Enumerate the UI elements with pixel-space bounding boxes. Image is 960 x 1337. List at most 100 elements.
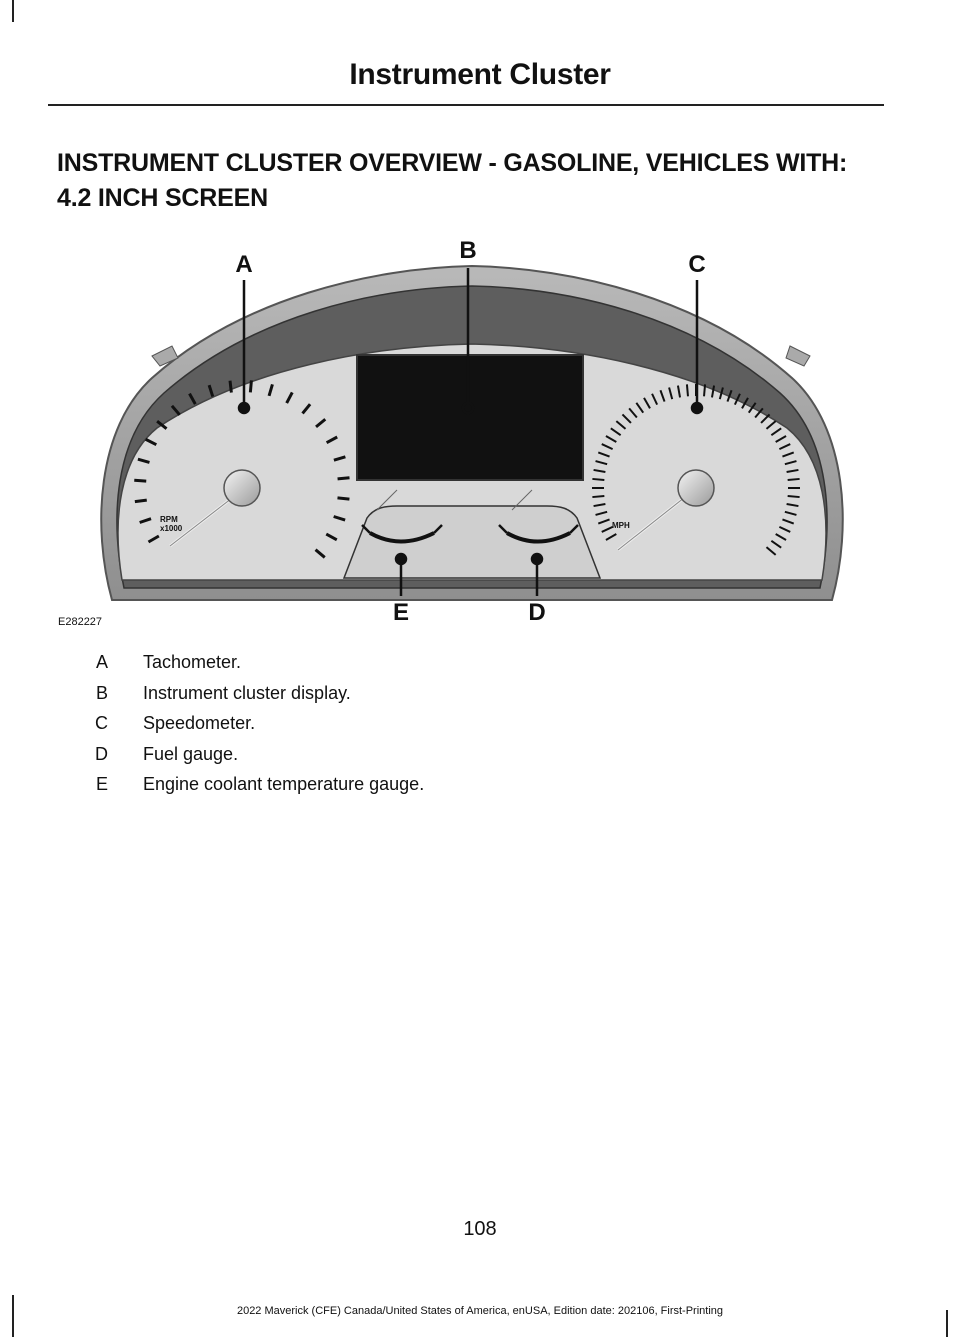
section-title: INSTRUMENT CLUSTER OVERVIEW - GASOLINE, … [57, 149, 848, 212]
speedometer-label-mph: MPH [612, 521, 630, 530]
speedometer-tick [760, 413, 771, 424]
legend-key: C [95, 713, 108, 733]
crop-mark-bottom-right [946, 1310, 948, 1337]
crop-mark-top-left [12, 0, 14, 22]
cluster-lower-recess [342, 505, 602, 579]
callout-dot-e [394, 552, 408, 566]
speedometer-tick [659, 389, 666, 402]
speedometer-tick [635, 402, 645, 414]
tachometer-tick [337, 476, 350, 481]
speedometer-tick [782, 518, 795, 525]
speedometer-tick [593, 502, 606, 508]
speedometer-tick [754, 407, 764, 419]
speedometer-tick [610, 427, 622, 437]
tachometer-label-rpm: RPM [160, 515, 178, 524]
speedometer-tick [770, 427, 782, 437]
tachometer-tick [170, 404, 181, 416]
tachometer-tick [248, 380, 253, 393]
callout-label-e: E [393, 599, 409, 626]
fuel-needle [511, 489, 533, 511]
fuel-gauge-tick-right [569, 524, 579, 534]
bezel-clip-right [785, 345, 811, 367]
coolant-gauge-tick-left [361, 524, 371, 534]
callout-label-b: B [459, 237, 476, 264]
tachometer-tick [325, 532, 338, 542]
page-footer: 2022 Maverick (CFE) Canada/United States… [236, 1305, 724, 1317]
speedometer-hub [677, 469, 715, 507]
fuel-gauge-arc [506, 531, 571, 544]
speedometer-tick [601, 443, 614, 451]
legend-description: Instrument cluster display. [143, 682, 351, 703]
tachometer-tick [147, 534, 160, 544]
speedometer-tick [747, 402, 757, 414]
tachometer-tick [156, 420, 168, 430]
coolant-gauge-arc [369, 531, 435, 544]
legend-description: Speedometer. [143, 713, 256, 733]
callout-dot-c [690, 401, 704, 415]
callout-label-d: D [528, 599, 545, 626]
speedometer-tick [628, 407, 638, 419]
crop-mark-bottom-left [12, 1295, 14, 1337]
tachometer-tick [188, 392, 197, 405]
speedometer-tick [733, 393, 741, 406]
tachometer-tick [207, 384, 215, 398]
callout-dot-a [237, 401, 251, 415]
coolant-gauge-tick-right [433, 524, 443, 534]
speedometer-tick [787, 495, 800, 499]
tachometer-label-x1000: x1000 [160, 524, 183, 533]
tachometer-tick [134, 478, 147, 483]
tachometer-tick [333, 515, 346, 522]
callout-dot-b [461, 401, 475, 415]
page-number: 108 [463, 1218, 497, 1240]
speedometer-tick [592, 477, 605, 481]
speedometer-tick [676, 385, 682, 398]
speedometer-tick [643, 397, 651, 409]
legend-key: B [95, 682, 108, 703]
speedometer-tick [765, 420, 777, 430]
speedometer-tick [786, 468, 799, 474]
figure-id: E282227 [58, 616, 102, 628]
speedometer-tick [787, 477, 800, 481]
legend-key: E [95, 774, 108, 794]
speedometer-tick [784, 510, 797, 516]
speedometer-tick [718, 387, 724, 400]
speedometer-tick [782, 451, 795, 458]
speedometer-tick [597, 518, 610, 525]
legend-key: D [95, 743, 108, 764]
legend-description: Tachometer. [143, 652, 242, 672]
speedometer-needle-edge [617, 489, 695, 551]
speedometer-tick [597, 451, 610, 458]
instrument-cluster-illustration: RPM x1000 MPH [58, 237, 844, 628]
instrument-cluster-figure: RPM x1000 MPH [52, 228, 912, 633]
legend-description: Fuel gauge. [143, 743, 239, 764]
tachometer-tick [144, 437, 158, 447]
speedometer-tick [615, 420, 627, 430]
fuel-gauge-tick-left [498, 524, 508, 534]
tachometer-tick-marks [134, 380, 350, 559]
speedometer-tick [595, 460, 608, 466]
callout-dot-d [530, 552, 544, 566]
speedometer-tick [685, 384, 689, 397]
speedometer-tick [770, 539, 782, 549]
speedometer-tick [592, 495, 605, 499]
speedometer-tick [621, 413, 632, 424]
tachometer-tick [134, 498, 147, 504]
bezel-clip-left [151, 345, 179, 367]
legend-key: A [95, 652, 108, 672]
speedometer-tick [741, 397, 749, 409]
speedometer-tick [601, 525, 614, 533]
callout-label-a: A [235, 251, 252, 278]
tachometer-tick [137, 457, 150, 464]
tachometer-tick [333, 455, 346, 462]
speedometer-tick [703, 384, 707, 397]
tachometer-tick [267, 383, 274, 397]
speedometer-tick [778, 443, 791, 451]
speedometer-tick-marks [592, 384, 800, 556]
speedometer-tick [593, 468, 606, 474]
speedometer-tick [775, 533, 787, 541]
speedometer-tick [778, 525, 791, 533]
tachometer-tick [325, 435, 338, 444]
speedometer-tick [726, 389, 733, 402]
tachometer-tick [337, 496, 350, 501]
speedometer-tick [605, 533, 617, 541]
